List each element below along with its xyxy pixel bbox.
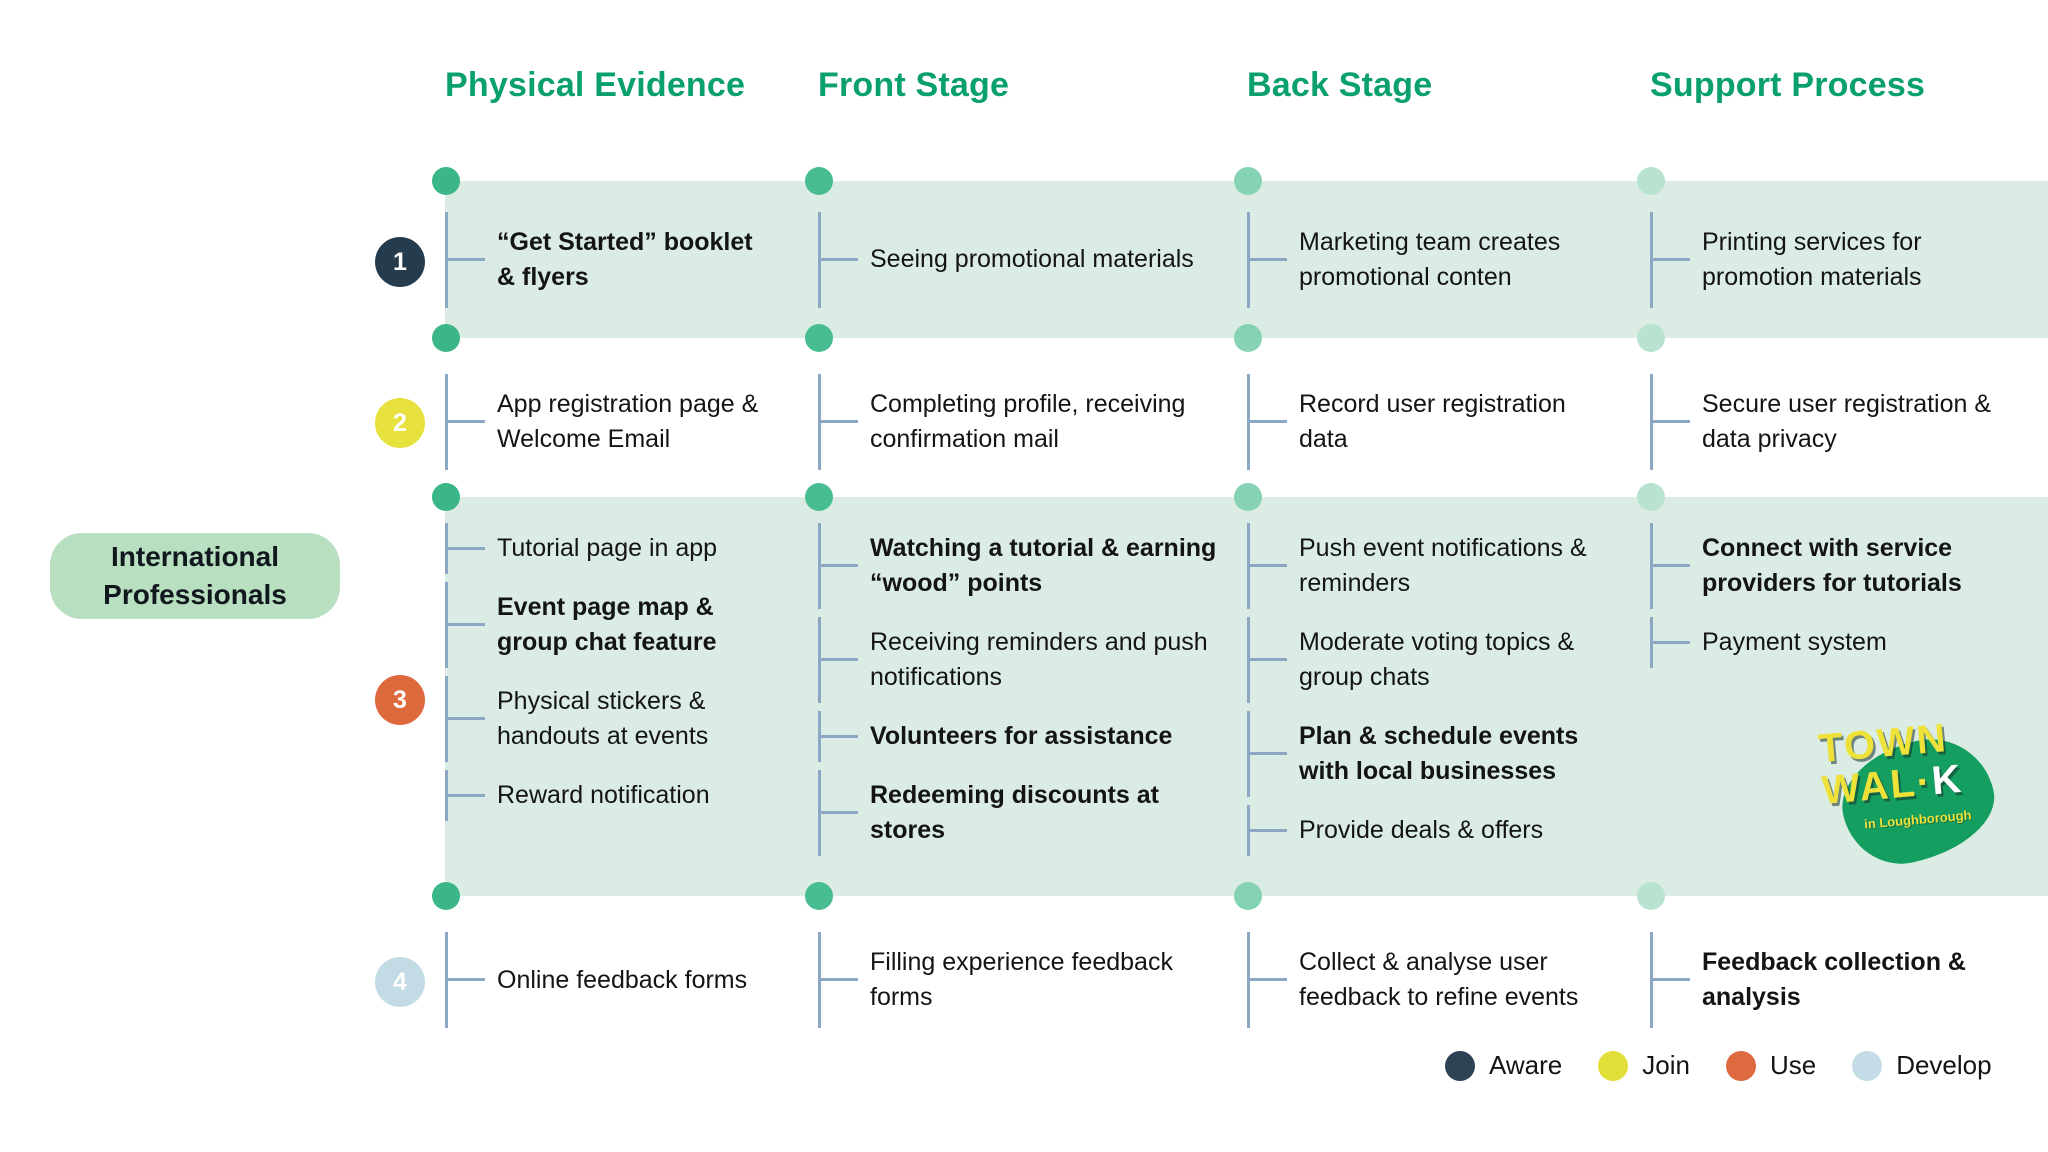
blueprint-item: Completing profile, receiving confirmati… [818, 374, 1237, 470]
connector-dot [1637, 483, 1665, 511]
blueprint-item: Secure user registration & data privacy [1650, 374, 2010, 470]
column-header-physical-evidence: Physical Evidence [445, 66, 746, 104]
legend-dot-join [1598, 1050, 1629, 1081]
legend-dot-develop [1852, 1050, 1883, 1081]
connector-dot [805, 324, 833, 352]
blueprint-cell: Filling experience feedback forms [818, 918, 1237, 1042]
blueprint-item: Volunteers for assistance [818, 711, 1237, 762]
legend-label: Use [1769, 1050, 1817, 1080]
logo-word-wal: WAL [1820, 760, 1919, 813]
blueprint-item: “Get Started” booklet & flyers [445, 211, 808, 308]
legend-label: Join [1642, 1050, 1690, 1080]
blueprint-item: Collect & analyse user feedback to refin… [1247, 932, 1640, 1028]
blueprint-item: Provide deals & offers [1247, 805, 1640, 856]
connector-dot [432, 483, 460, 511]
blueprint-item: Filling experience feedback forms [818, 932, 1237, 1028]
blueprint-item: Watching a tutorial & earning “wood” poi… [818, 523, 1237, 609]
blueprint-cell: Watching a tutorial & earning “wood” poi… [818, 497, 1237, 896]
blueprint-item: Moderate voting topics & group chats [1247, 617, 1640, 703]
stage-number-3: 3 [375, 675, 425, 725]
blueprint-item: Receiving reminders and push notificatio… [818, 617, 1237, 703]
blueprint-cell: Record user registration data [1247, 362, 1640, 482]
connector-dot [1637, 167, 1665, 195]
legend-label: Aware [1489, 1050, 1563, 1080]
column-header-front-stage: Front Stage [818, 66, 1010, 104]
persona-label: International Professionals [50, 533, 340, 619]
stage-number-2: 2 [375, 398, 425, 448]
blueprint-cell: Completing profile, receiving confirmati… [818, 362, 1237, 482]
column-header-support-process: Support Process [1650, 66, 1926, 104]
legend-dot-use [1725, 1050, 1756, 1081]
legend-item-use: Use [1725, 1050, 1817, 1081]
blueprint-cell: “Get Started” booklet & flyers [445, 181, 808, 338]
legend-item-join: Join [1598, 1050, 1690, 1081]
stage-band-aware [445, 181, 2048, 338]
connector-dot [1234, 167, 1262, 195]
logo-k-glyph: K [1929, 756, 1965, 804]
blueprint-item: Record user registration data [1247, 374, 1640, 470]
blueprint-cell: Printing services for promotion material… [1650, 181, 2010, 338]
legend-item-develop: Develop [1852, 1050, 1992, 1081]
legend-item-aware: Aware [1445, 1050, 1562, 1081]
connector-dot [805, 882, 833, 910]
blueprint-cell: Online feedback forms [445, 918, 808, 1042]
blueprint-item: App registration page & Welcome Email [445, 374, 808, 470]
connector-dot [432, 167, 460, 195]
legend-label: Develop [1896, 1050, 1992, 1080]
legend: Aware Join Use Develop [1445, 1050, 1992, 1081]
blueprint-item: Feedback collection & analysis [1650, 932, 2010, 1028]
blueprint-item: Tutorial page in app [445, 523, 808, 574]
blueprint-cell: Collect & analyse user feedback to refin… [1247, 918, 1640, 1042]
blueprint-cell: App registration page & Welcome Email [445, 362, 808, 482]
column-header-back-stage: Back Stage [1247, 66, 1433, 104]
blueprint-cell: Connect with service providers for tutor… [1650, 497, 2010, 896]
legend-dot-aware [1445, 1050, 1475, 1081]
connector-dot [432, 882, 460, 910]
connector-dot [805, 167, 833, 195]
blueprint-item: Seeing promotional materials [818, 211, 1237, 308]
connector-dot [432, 324, 460, 352]
blueprint-cell: Marketing team creates promotional conte… [1247, 181, 1640, 338]
blueprint-item: Physical stickers & handouts at events [445, 676, 808, 762]
stage-number-1: 1 [375, 237, 425, 287]
blueprint-item: Marketing team creates promotional conte… [1247, 211, 1640, 308]
connector-dot [1234, 483, 1262, 511]
blueprint-item: Connect with service providers for tutor… [1650, 523, 2010, 609]
blueprint-item: Payment system [1650, 617, 2010, 668]
blueprint-item: Plan & schedule events with local busine… [1247, 711, 1640, 797]
stage-band-use [445, 497, 2048, 896]
blueprint-cell: Secure user registration & data privacy [1650, 362, 2010, 482]
blueprint-item: Reward notification [445, 770, 808, 821]
blueprint-cell: Feedback collection & analysis [1650, 918, 2010, 1042]
blueprint-item: Event page map & group chat feature [445, 582, 808, 668]
connector-dot [1234, 882, 1262, 910]
connector-dot [1637, 882, 1665, 910]
connector-dot [1637, 324, 1665, 352]
connector-dot [805, 483, 833, 511]
connector-dot [1234, 324, 1262, 352]
blueprint-item: Printing services for promotion material… [1650, 211, 2010, 308]
blueprint-cell: Seeing promotional materials [818, 181, 1237, 338]
blueprint-item: Push event notifications & reminders [1247, 523, 1640, 609]
blueprint-item: Online feedback forms [445, 932, 808, 1028]
stage-number-4: 4 [375, 957, 425, 1007]
blueprint-item: Redeeming discounts at stores [818, 770, 1237, 856]
